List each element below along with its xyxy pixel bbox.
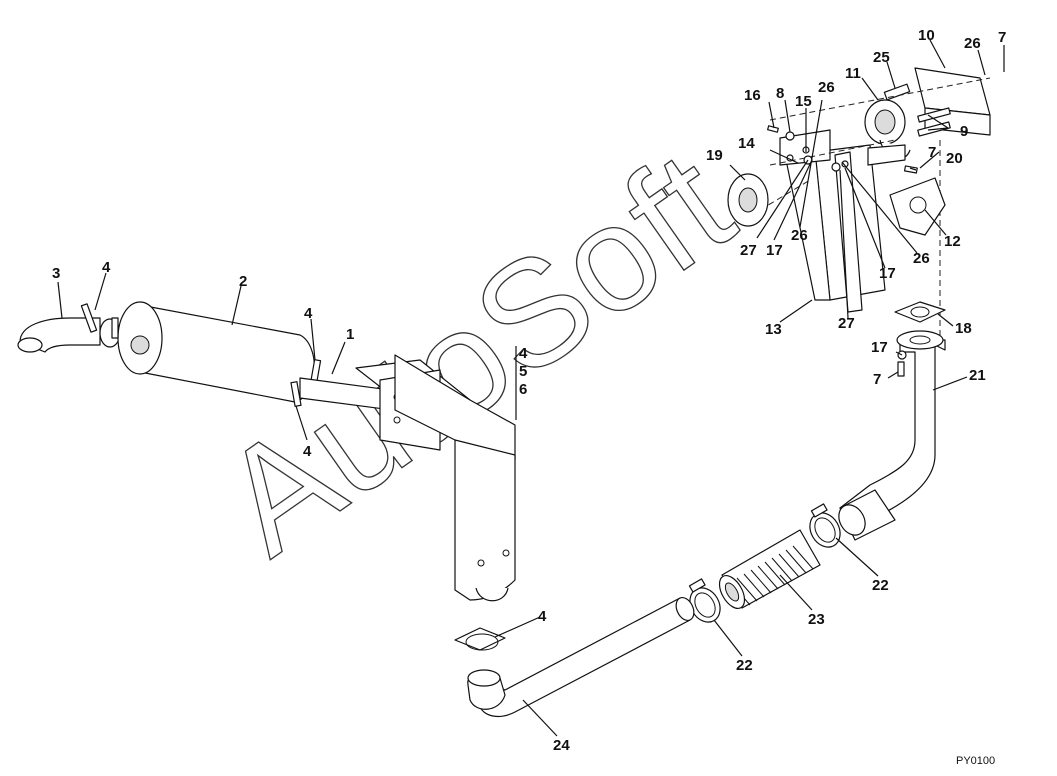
part-18-gasket (894, 301, 946, 323)
callout-7: 7 (928, 144, 936, 161)
callout-4: 4 (538, 608, 547, 625)
fasteners-left-cluster (767, 125, 918, 174)
callout-17: 17 (766, 242, 783, 259)
callout-21: 21 (969, 367, 986, 384)
callout-7: 7 (873, 371, 881, 388)
part-11-elbow (864, 99, 911, 166)
callout-22: 22 (872, 577, 889, 594)
callout-26: 26 (791, 227, 808, 244)
part-23-flex-pipe (718, 529, 821, 609)
callout-2: 2 (239, 273, 247, 290)
callout-5: 5 (519, 363, 527, 380)
callout-17: 17 (879, 265, 896, 282)
callout-4: 4 (519, 345, 528, 362)
callout-9: 9 (960, 123, 968, 140)
callout-27: 27 (838, 315, 855, 332)
callouts: 3 4 2 1 4 4 4 5 6 4 24 22 23 22 21 17 7 … (52, 27, 1006, 767)
part-4-clamp-lower (454, 627, 506, 651)
callout-4: 4 (303, 443, 312, 460)
callout-26: 26 (818, 79, 835, 96)
callout-16: 16 (744, 87, 761, 104)
callout-24: 24 (553, 737, 570, 754)
part-24-lower-pipe (467, 597, 695, 718)
callout-18: 18 (955, 320, 972, 337)
part-19-flange (727, 173, 769, 227)
callout-7: 7 (998, 29, 1006, 46)
flex-pipe-corrugations (729, 545, 814, 606)
callout-6: 6 (519, 381, 527, 398)
part-10-mount-plate (914, 67, 991, 136)
callout-1: 1 (346, 326, 354, 343)
callout-22: 22 (736, 657, 753, 674)
figure-code: PY0100 (956, 755, 995, 767)
vertical-stack (394, 354, 516, 602)
callout-20: 20 (946, 150, 963, 167)
part-12-gasket-plate (889, 177, 946, 236)
callout-10: 10 (918, 27, 935, 44)
part-3-tailpipe (17, 317, 121, 353)
callout-26: 26 (913, 250, 930, 267)
part-2-muffler (117, 301, 315, 403)
callout-26: 26 (964, 35, 981, 52)
callout-27: 27 (740, 242, 757, 259)
callout-23: 23 (808, 611, 825, 628)
callout-25: 25 (873, 49, 890, 66)
callout-19: 19 (706, 147, 723, 164)
callout-17: 17 (871, 339, 888, 356)
callout-13: 13 (765, 321, 782, 338)
callout-14: 14 (738, 135, 755, 152)
callout-12: 12 (944, 233, 961, 250)
part-21-bent-pipe (838, 330, 946, 541)
callout-8: 8 (776, 85, 784, 102)
callout-4: 4 (304, 305, 313, 322)
callout-11: 11 (845, 65, 861, 82)
callout-3: 3 (52, 265, 60, 282)
callout-4: 4 (102, 259, 111, 276)
part-22-clamp-upper (809, 503, 841, 548)
leader-lines (57, 39, 1005, 737)
callout-15: 15 (795, 93, 812, 110)
